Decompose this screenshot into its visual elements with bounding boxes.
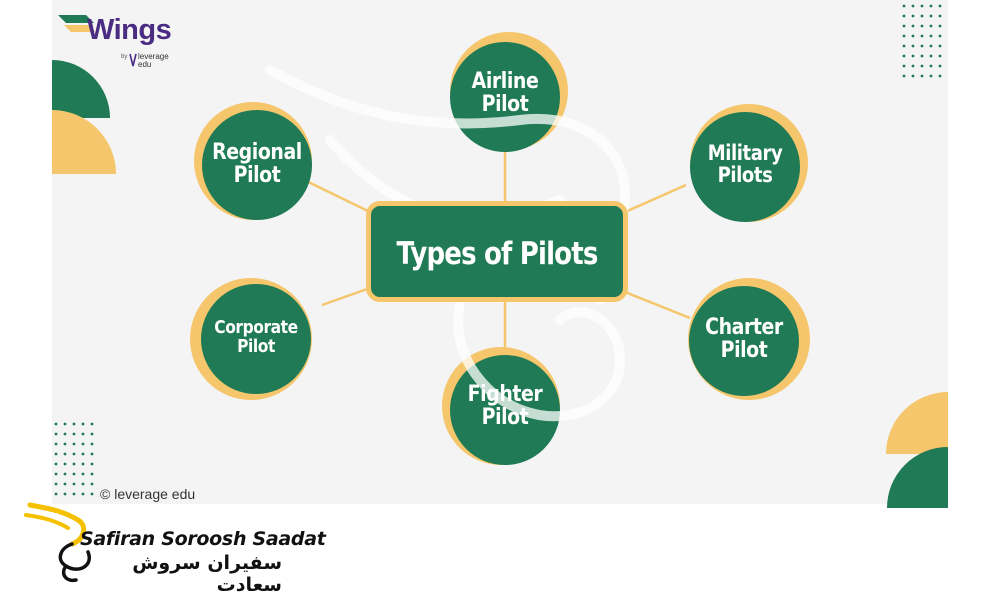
node-charter: Charter Pilot: [697, 316, 792, 362]
wings-logo-sub: leverage edu: [138, 53, 169, 69]
node-fighter-line1: Fighter: [467, 382, 543, 407]
node-corporate-line2: Pilot: [237, 335, 275, 357]
connector-regional: [299, 176, 371, 214]
node-regional: Regional Pilot: [205, 141, 308, 187]
node-charter-line2: Pilot: [720, 338, 768, 364]
wings-logo-text: Wings: [87, 14, 172, 46]
wings-logo-by: by: [121, 54, 128, 60]
node-airline-line2: Pilot: [481, 92, 529, 118]
connector-military: [624, 183, 687, 214]
center-label: Types of Pilots: [396, 236, 599, 272]
safiran-emblem: [24, 502, 92, 583]
brand-name-english: Safiran Soroosh Saadat: [80, 528, 326, 550]
node-charter-shape: [688, 278, 810, 400]
copyright-text: © leverage edu: [100, 486, 196, 502]
deco-green-half-circle-left: [52, 60, 110, 118]
node-airline-line1: Airline: [471, 69, 539, 94]
node-corporate: Corporate Pilot: [204, 317, 307, 357]
node-regional-line1: Regional: [212, 140, 302, 165]
node-military: Military Pilots: [698, 142, 793, 186]
node-corporate-shape: [190, 278, 312, 400]
wings-logo-mark: [58, 15, 137, 67]
node-corporate-line1: Corporate: [214, 317, 298, 338]
wings-logo-sub-line1: leverage: [138, 52, 169, 61]
deco-yellow-half-circle-left: [52, 110, 116, 174]
node-regional-line2: Pilot: [233, 163, 281, 189]
node-fighter: Fighter Pilot: [462, 383, 548, 429]
node-military-line1: Military: [707, 141, 783, 165]
connector-corporate: [321, 286, 371, 307]
brand-name-persian: سفیران سروش سعادت: [132, 552, 282, 596]
node-charter-line1: Charter: [705, 315, 783, 340]
deco-green-half-circle-right: [887, 447, 948, 508]
connector-charter: [624, 290, 691, 320]
node-regional-shape: [194, 102, 312, 220]
node-military-shape: [690, 104, 808, 222]
node-fighter-line2: Pilot: [481, 405, 529, 431]
dots-grid-top-right: [902, 4, 942, 78]
node-military-line2: Pilots: [717, 163, 773, 188]
dots-grid-bottom-left: [54, 422, 94, 496]
deco-yellow-half-circle-right: [886, 392, 948, 454]
node-airline: Airline Pilot: [462, 70, 548, 116]
wings-logo-sub-line2: edu: [138, 60, 152, 69]
center-box-types-of-pilots: Types of Pilots: [366, 201, 628, 302]
